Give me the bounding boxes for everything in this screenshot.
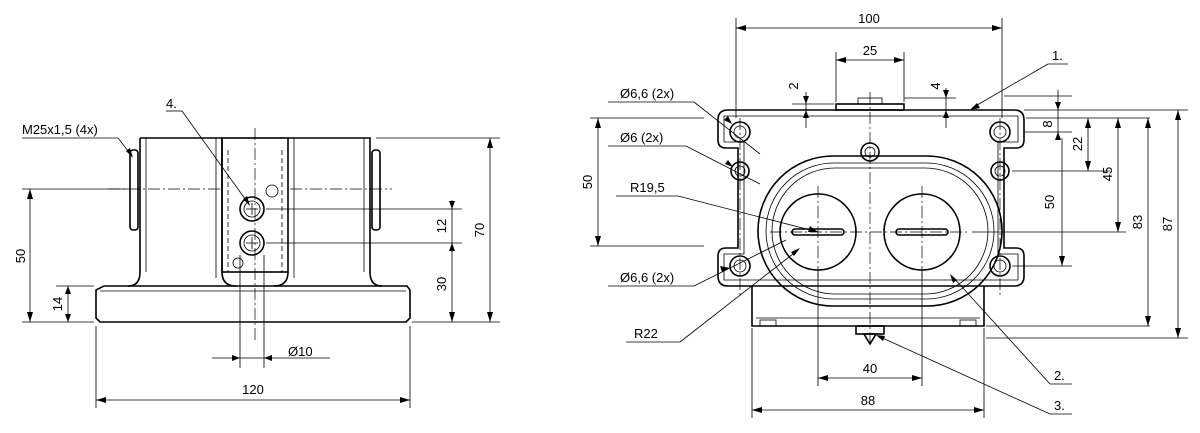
- dim-50-top-right-label: 50: [1042, 195, 1057, 209]
- dim-14-label: 14: [50, 297, 65, 311]
- callout-4-label: 4.: [166, 96, 177, 111]
- dim-2-label: 2: [786, 82, 801, 89]
- dim-100-label: 100: [858, 11, 880, 26]
- dim-22-label: 22: [1070, 137, 1085, 151]
- hole-66-top-label: Ø6,6 (2x): [620, 86, 674, 101]
- dim-45-label: 45: [1100, 167, 1115, 181]
- callout-1-label: 1.: [1052, 48, 1063, 63]
- thread-callout: M25x1,5 (4x): [22, 122, 133, 158]
- dim-4-label: 4: [928, 82, 943, 89]
- dim-87-label: 87: [1160, 217, 1175, 231]
- radius-callout-195: R19,5: [616, 180, 819, 233]
- dim-50-front-label: 50: [13, 249, 28, 263]
- dim-2: 2: [786, 82, 834, 128]
- dims-top-right: 8 22 50 45 83 87: [972, 90, 1188, 339]
- hole-callout-6: Ø6 (2x): [608, 130, 761, 185]
- dim-50-front: 50: [13, 188, 128, 323]
- front-view: 50 14 M25x1,5 (4x) 4.: [13, 96, 500, 408]
- dim-40: 40: [817, 270, 923, 386]
- left-housing: [127, 137, 237, 287]
- callout-4: 4.: [166, 96, 250, 206]
- dim-88-label: 88: [861, 393, 875, 408]
- dim-30-label: 30: [434, 277, 449, 291]
- obround-lid: [757, 142, 1003, 307]
- dim-14: 14: [50, 285, 94, 322]
- thread-label: M25x1,5 (4x): [22, 122, 98, 137]
- callout-2-label: 2.: [1054, 368, 1065, 383]
- callout-1: 1.: [970, 48, 1068, 110]
- radius-195-label: R19,5: [630, 180, 665, 195]
- dim-83-label: 83: [1130, 215, 1145, 229]
- callout-3-label: 3.: [1054, 398, 1065, 413]
- radius-22-label: R22: [634, 326, 658, 341]
- right-housing: [273, 137, 383, 287]
- dim-50-top-left: 50: [580, 117, 704, 247]
- dim-dia10: Ø10: [212, 255, 330, 368]
- dim-120: 120: [95, 326, 411, 408]
- hole-6-label: Ø6 (2x): [620, 130, 663, 145]
- callout-3: 3.: [876, 335, 1072, 415]
- dim-40-label: 40: [863, 361, 877, 376]
- dim-8-label: 8: [1040, 120, 1055, 127]
- dim-dia10-label: Ø10: [288, 344, 313, 359]
- dim-100: 100: [735, 11, 1003, 118]
- base-plate: [95, 285, 411, 323]
- dim-88: 88: [751, 328, 985, 418]
- dim-70-label: 70: [472, 223, 487, 237]
- hole-callout-66-top: Ø6,6 (2x): [608, 86, 761, 155]
- dim-50-top-left-label: 50: [580, 175, 595, 189]
- dim-120-label: 120: [242, 382, 264, 397]
- dim-4: 4: [904, 82, 956, 128]
- dim-12-label: 12: [434, 219, 449, 233]
- hole-66-bottom-label: Ø6,6 (2x): [620, 270, 674, 285]
- callout-2: 2.: [950, 274, 1072, 385]
- dims-front-right: 12 30 70: [266, 137, 500, 323]
- dim-25: 25: [835, 43, 905, 102]
- radius-callout-22: R22: [626, 248, 800, 343]
- hole-callout-66-bottom: Ø6,6 (2x): [608, 239, 787, 287]
- front-holes: [232, 184, 279, 269]
- dim-25-label: 25: [863, 43, 877, 58]
- top-view: 100 25 2 4 1.: [580, 11, 1188, 418]
